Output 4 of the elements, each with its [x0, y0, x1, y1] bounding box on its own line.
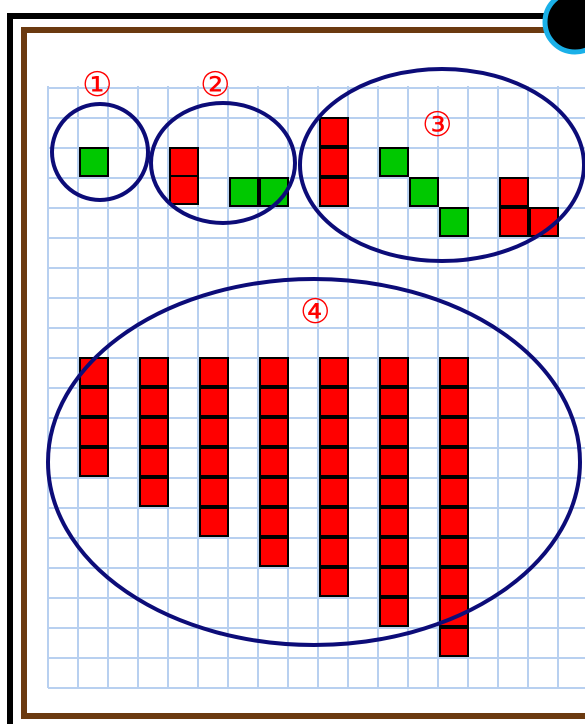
circled-number: ③ — [422, 107, 452, 143]
circled-number: ① — [82, 67, 112, 103]
circled-number: ④ — [300, 294, 330, 330]
circled-number: ② — [200, 67, 230, 103]
